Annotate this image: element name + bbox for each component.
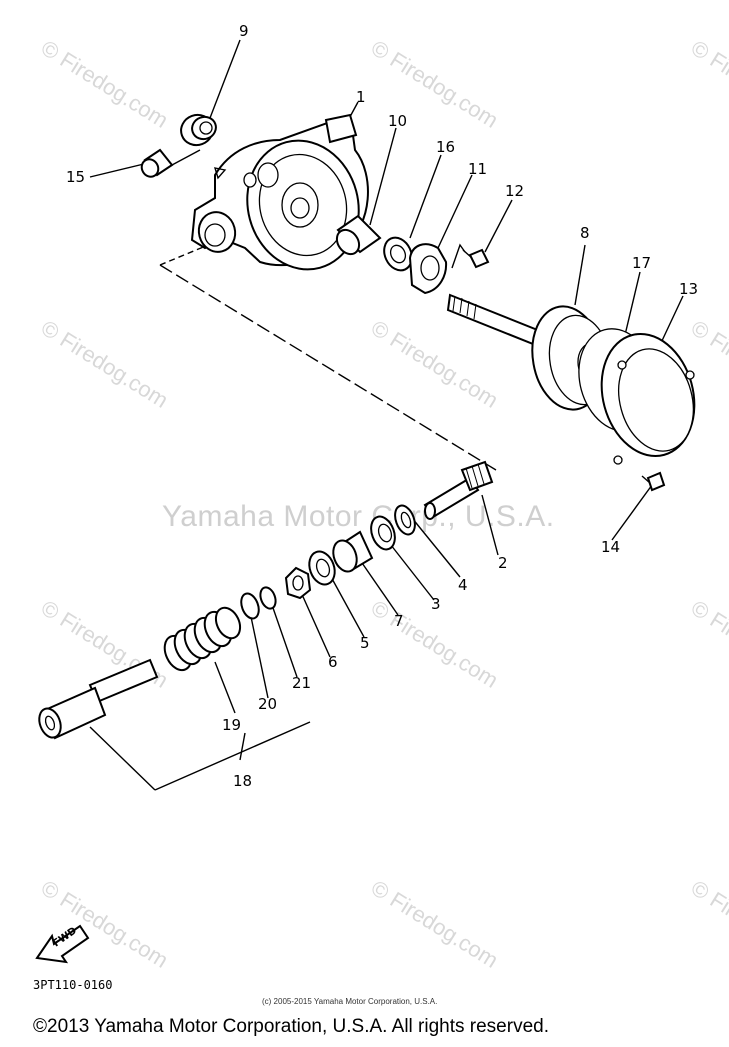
- part-12-bolt: [462, 248, 490, 269]
- callout-1: 1: [356, 88, 366, 106]
- callout-11: 11: [468, 160, 488, 178]
- callout-7: 7: [394, 612, 404, 630]
- part-1-housing: [190, 113, 369, 271]
- part-3-bearing: [370, 515, 396, 551]
- part-20-washer: [240, 592, 260, 620]
- part-18-shaft: [38, 658, 159, 740]
- callout-12: 12: [505, 182, 525, 200]
- part-13-cover: [600, 332, 696, 465]
- diagram-code: 3PT110-0160: [33, 978, 113, 992]
- part-9-oil-seal: [180, 113, 217, 147]
- callout-18: 18: [233, 772, 253, 790]
- part-16-bearing: [383, 236, 413, 272]
- part-14-screw: [641, 471, 666, 492]
- callout-13: 13: [679, 280, 699, 298]
- callout-20: 20: [258, 695, 278, 713]
- callout-2: 2: [498, 554, 508, 572]
- leader-lines: [89, 39, 684, 791]
- part-4-washer: [394, 504, 416, 536]
- callout-4: 4: [458, 576, 468, 594]
- callout-8: 8: [580, 224, 590, 242]
- part-5-bearing: [308, 550, 336, 586]
- callout-6: 6: [328, 653, 338, 671]
- callout-3: 3: [431, 595, 441, 613]
- callout-17: 17: [632, 254, 652, 272]
- part-10-collar: [335, 214, 382, 256]
- callout-9: 9: [239, 22, 249, 40]
- callout-15: 15: [66, 168, 86, 186]
- callout-14: 14: [601, 538, 621, 556]
- part-2-shaft: [423, 460, 494, 520]
- callout-5: 5: [360, 634, 370, 652]
- fwd-arrow-icon: [35, 924, 90, 964]
- part-6-nut: [284, 566, 312, 600]
- part-21-washer: [259, 586, 277, 610]
- callout-19: 19: [222, 716, 242, 734]
- source-copyright: (c) 2005-2015 Yamaha Motor Corporation, …: [262, 997, 438, 1006]
- callout-21: 21: [292, 674, 312, 692]
- part-19-spring: [163, 606, 242, 672]
- part-7-collar: [332, 530, 374, 573]
- center-watermark: Yamaha Motor Corp., U.S.A.: [162, 500, 555, 533]
- footer-copyright: ©2013 Yamaha Motor Corporation, U.S.A. A…: [33, 1016, 549, 1037]
- part-15-bushing: [140, 148, 201, 178]
- callout-10: 10: [388, 112, 408, 130]
- part-11-plate: [408, 243, 466, 295]
- callout-16: 16: [436, 138, 456, 156]
